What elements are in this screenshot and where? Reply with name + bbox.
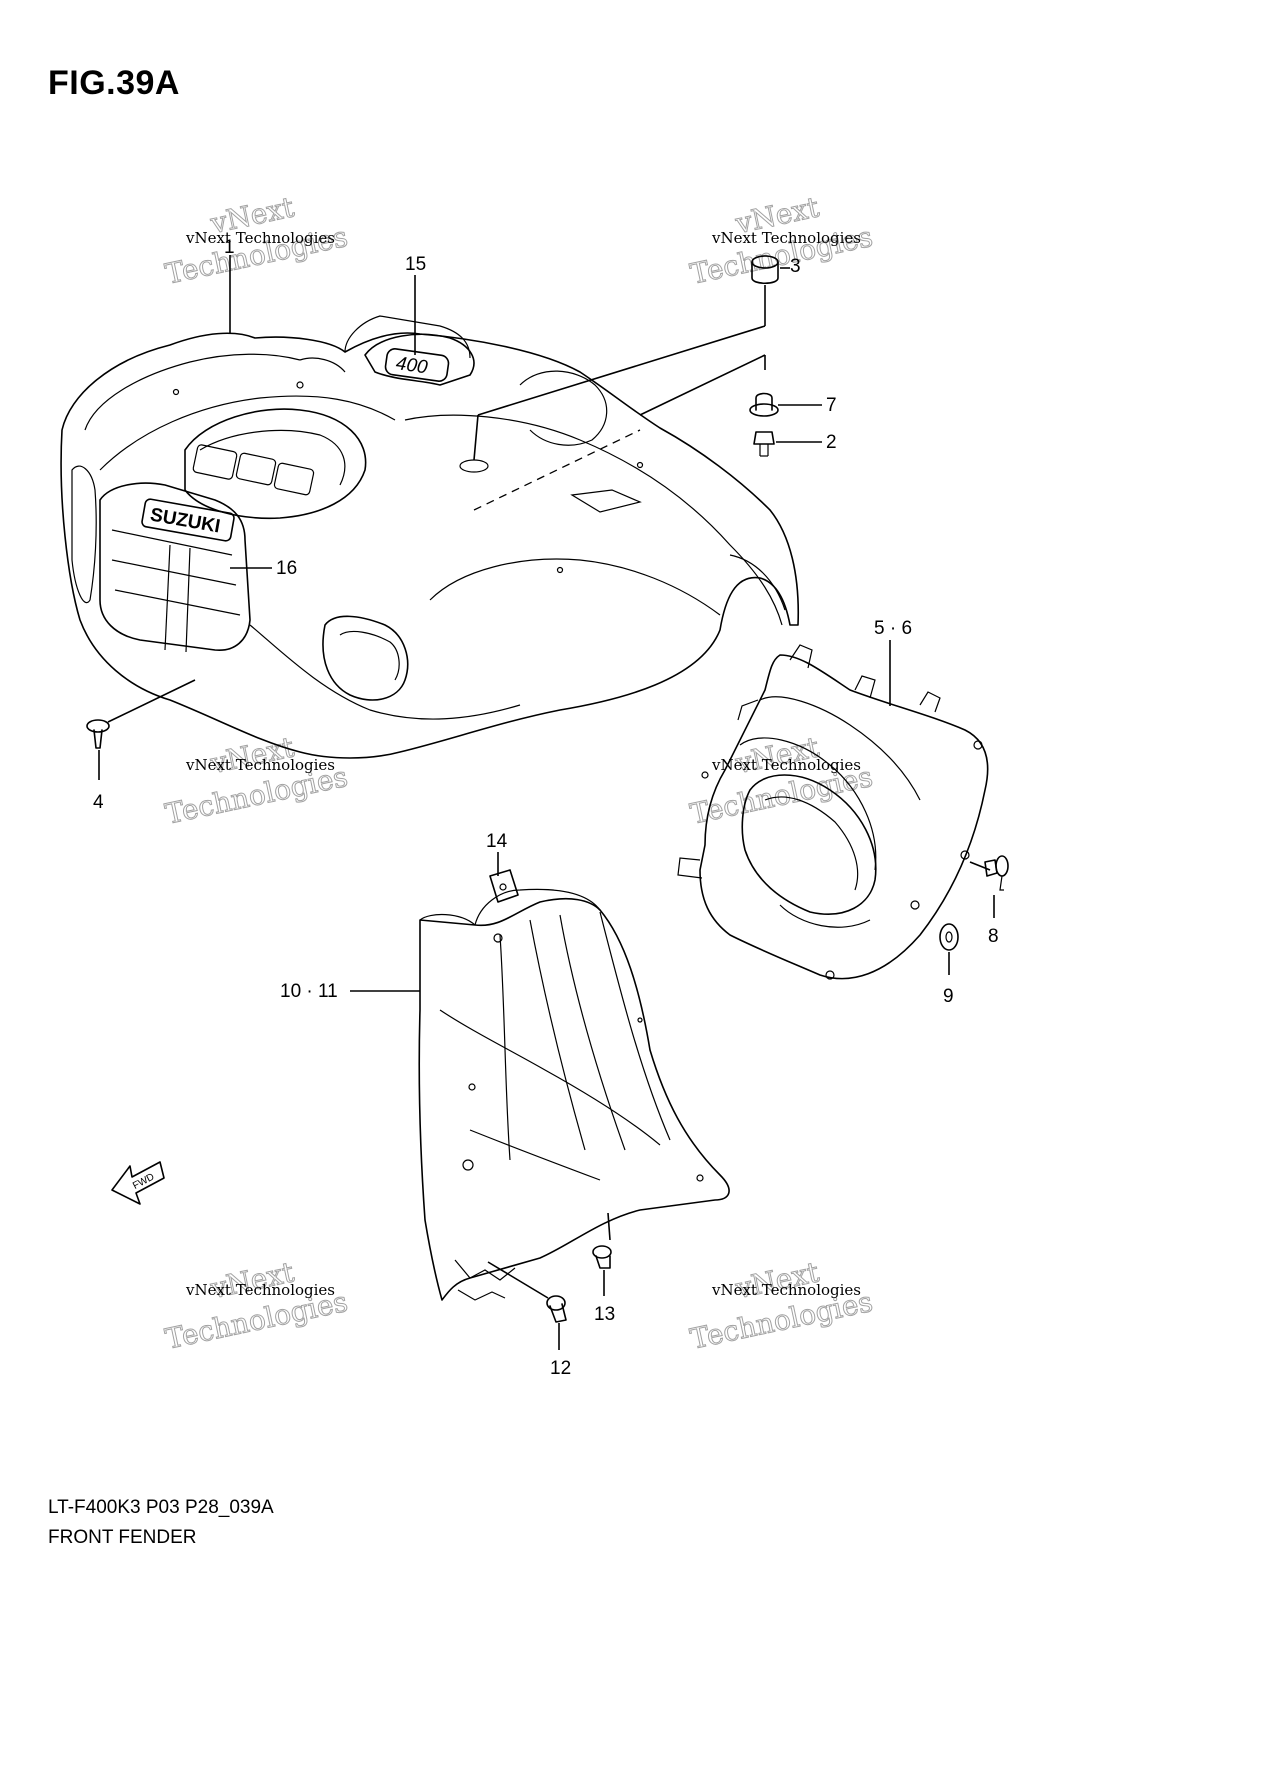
callout-14: 14 — [486, 831, 508, 852]
callout-5-6: 5 · 6 — [874, 618, 912, 639]
badge-400: 400 — [384, 348, 450, 382]
watermark-small-text: vNext Technologies — [711, 1281, 861, 1299]
watermark-small-text: vNext Technologies — [185, 229, 335, 247]
watermark-mid-left: Technologies vNext — [162, 730, 351, 831]
callout-10-11: 10 · 11 — [280, 981, 338, 1002]
badge-400-text: 400 — [395, 353, 430, 378]
front-fender-body: 400 — [60, 315, 800, 759]
watermark-small-text: vNext Technologies — [185, 756, 335, 774]
watermark-small-text: vNext Technologies — [711, 229, 861, 247]
callout-15: 15 — [405, 254, 426, 275]
callout-4: 4 — [93, 792, 104, 813]
callout-1: 1 — [224, 237, 235, 258]
callout-16: 16 — [276, 558, 297, 579]
diagram-code: LT-F400K3 P03 P28_039A — [48, 1497, 274, 1518]
side-cover-part-5-6 — [677, 644, 989, 980]
clip-part-12 — [546, 1295, 567, 1323]
bolt-part-8 — [984, 855, 1009, 891]
mud-guard-part-10-11 — [418, 888, 730, 1301]
callout-9: 9 — [943, 986, 954, 1007]
callout-8: 8 — [988, 926, 999, 947]
damper-part-3 — [751, 255, 779, 285]
collar-part-7 — [749, 392, 779, 417]
watermark-small-text: vNext Technologies — [185, 1281, 335, 1299]
callout-2: 2 — [826, 432, 837, 453]
callout-13: 13 — [594, 1304, 615, 1325]
screw-part-4 — [86, 719, 110, 749]
watermark-bottom-right: Technologies vNext — [687, 1255, 876, 1356]
bolt-part-2 — [753, 431, 775, 457]
hood-400-emblem: 400 — [192, 444, 315, 496]
clip-part-13 — [592, 1245, 612, 1269]
clip-part-14 — [489, 869, 519, 903]
watermark-small-text: vNext Technologies — [711, 756, 861, 774]
callout-12: 12 — [550, 1358, 571, 1379]
suzuki-emblem: SUZUKI — [141, 498, 235, 542]
callout-7: 7 — [826, 395, 837, 416]
washer-part-9 — [939, 923, 959, 951]
diagram-name: FRONT FENDER — [48, 1527, 197, 1548]
callout-3: 3 — [790, 256, 801, 277]
forward-direction-arrow: FWD — [111, 1161, 165, 1205]
figure-title: FIG.39A — [48, 64, 180, 102]
watermark-bottom-left: Technologies vNext — [162, 1255, 351, 1356]
